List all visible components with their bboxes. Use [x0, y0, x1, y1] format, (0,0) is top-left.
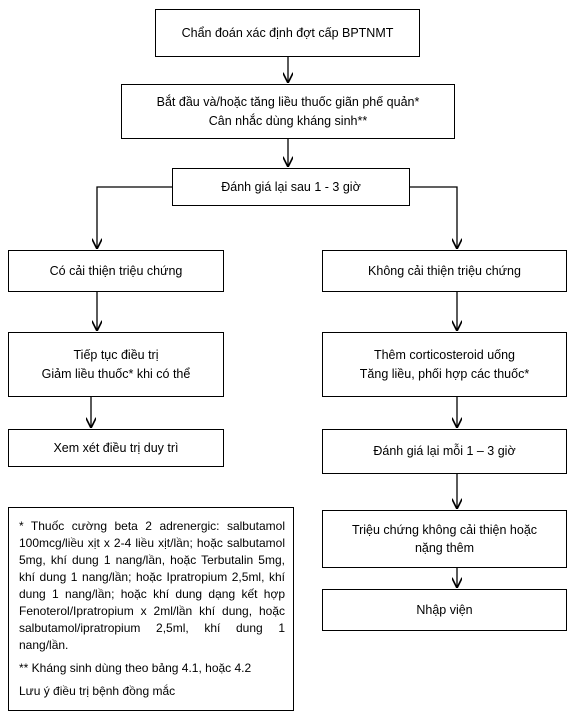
worsening-box: Triệu chứng không cải thiện hoặc nặng th…: [322, 510, 567, 568]
increase-dose-text-line2: Tăng liều, phối hợp các thuốc*: [359, 366, 530, 381]
bronchodilator-box: Bắt đầu và/hoặc tăng liều thuốc giãn phế…: [121, 84, 455, 139]
admit-box: Nhập viện: [322, 589, 567, 631]
reassess-box: Đánh giá lại sau 1 - 3 giờ: [172, 168, 410, 206]
worsening-text-line2: nặng thêm: [414, 541, 475, 555]
footnote-comorbidity: Lưu ý điều trị bệnh đồng mắc: [19, 684, 176, 699]
reassess-each-text: Đánh giá lại mỗi 1 – 3 giờ: [373, 444, 516, 459]
antibiotic-text-line2: Cân nhắc dùng kháng sinh**: [208, 113, 368, 128]
continue-treatment-box: Tiếp tục điều trị Giảm liều thuốc* khi c…: [8, 332, 224, 397]
improved-text: Có cải thiện triệu chứng: [49, 263, 183, 278]
maintenance-box: Xem xét điều trị duy trì: [8, 429, 224, 467]
arrow-reassess-to-not-improved: [410, 186, 457, 248]
admit-text: Nhập viện: [416, 602, 473, 617]
footnote-asterisk: * Thuốc cường beta 2 adrenergic: salbuta…: [19, 519, 285, 653]
not-improved-box: Không cải thiện triệu chứng: [322, 250, 567, 292]
reassess-text: Đánh giá lại sau 1 - 3 giờ: [221, 179, 361, 194]
not-improved-text: Không cải thiện triệu chứng: [368, 263, 521, 278]
continue-text-line1: Tiếp tục điều trị: [73, 348, 159, 363]
footnote-box: * Thuốc cường beta 2 adrenergic: salbuta…: [8, 507, 294, 711]
add-corticosteroid-text-line1: Thêm corticosteroid uống: [373, 348, 516, 363]
arrow-reassess-to-improved: [97, 186, 172, 248]
bronchodilator-text-line1: Bắt đầu và/hoặc tăng liều thuốc giãn phế…: [156, 95, 420, 110]
add-corticosteroid-box: Thêm corticosteroid uống Tăng liều, phối…: [322, 332, 567, 397]
reduce-dose-text-line2: Giảm liều thuốc* khi có thể: [41, 366, 191, 381]
improved-box: Có cải thiện triệu chứng: [8, 250, 224, 292]
start-box: Chẩn đoán xác định đợt cấp BPTNMT: [155, 9, 420, 57]
reassess-each-box: Đánh giá lại mỗi 1 – 3 giờ: [322, 429, 567, 474]
worsening-text-line1: Triệu chứng không cải thiện hoặc: [351, 522, 538, 537]
maintenance-text: Xem xét điều trị duy trì: [53, 440, 179, 455]
start-text: Chẩn đoán xác định đợt cấp BPTNMT: [181, 25, 394, 40]
footnote-double-asterisk: ** Kháng sinh dùng theo bảng 4.1, hoặc 4…: [19, 661, 252, 676]
